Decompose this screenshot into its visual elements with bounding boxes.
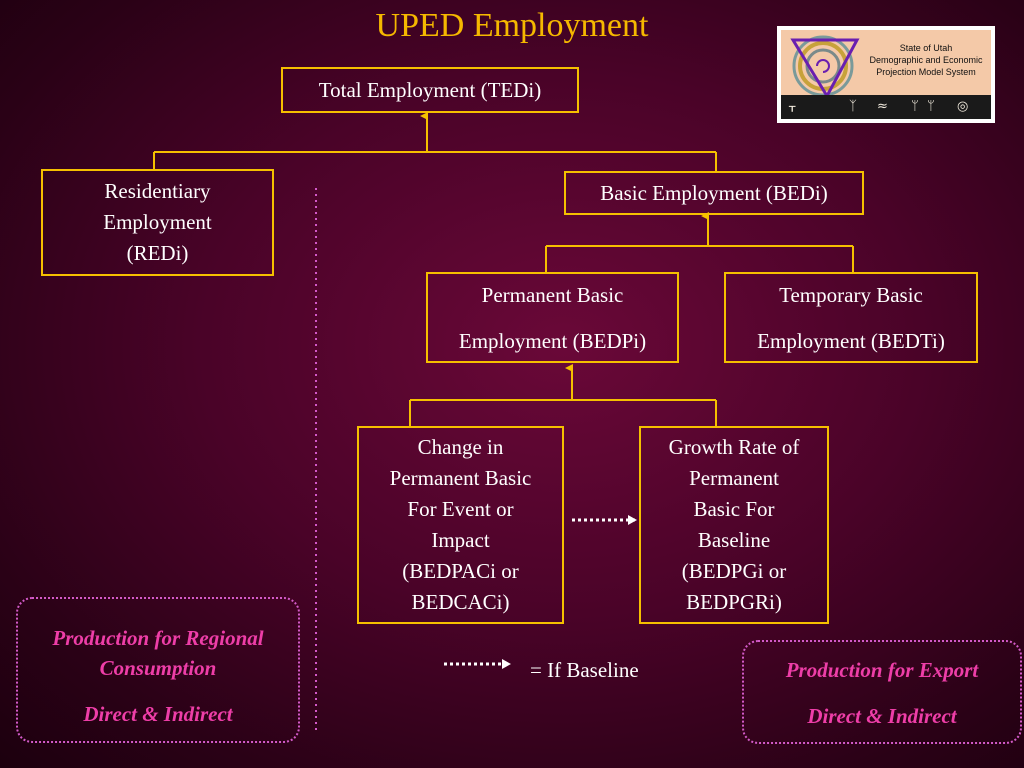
logo-text: State of Utah Demographic and Economic P… [867,42,985,78]
growth-line-5: (BEDPGi or [681,559,787,583]
logo-line-3: Projection Model System [876,67,976,77]
change-line-3: For Event or [407,497,514,521]
growth-line-6: BEDPGRi) [686,590,782,614]
basic-employment-label: Basic Employment (BEDi) [600,181,828,205]
growth-rate-box: Growth Rate of Permanent Basic For Basel… [639,426,829,624]
petroglyph-wave-icon: ≈ [877,99,888,114]
residentiary-line-2: Employment [103,210,212,234]
petroglyph-person-icon: ᛘ [927,99,935,114]
residentiary-line-3: (REDi) [126,241,189,265]
total-employment-box: Total Employment (TEDi) [281,67,579,113]
change-line-1: Change in [417,435,504,459]
regional-line-1: Production for Regional [52,626,264,650]
petroglyph-person-icon: ᛘ [911,99,919,114]
temporary-basic-line-1: Temporary Basic [779,282,923,307]
legend-label: = If Baseline [530,658,639,682]
change-permanent-basic-box: Change in Permanent Basic For Event or I… [357,426,564,624]
permanent-basic-line-2: Employment (BEDPi) [458,328,647,353]
residentiary-line-1: Residentiary [104,179,211,203]
logo-line-1: State of Utah [899,43,953,53]
page-title: UPED Employment [375,7,649,44]
logo-panel: State of Utah Demographic and Economic P… [781,30,991,119]
growth-line-4: Baseline [697,528,771,552]
petroglyph-animal-icon: ᛉ [849,99,857,114]
logo-line-2: Demographic and Economic [869,55,983,65]
change-line-5: (BEDPACi or [402,559,519,583]
total-employment-label: Total Employment (TEDi) [318,78,542,102]
export-line-1: Production for Export [785,658,979,682]
regional-production-box: Production for Regional Consumption Dire… [16,597,300,743]
export-line-2: Direct & Indirect [807,704,957,728]
logo: State of Utah Demographic and Economic P… [777,26,995,123]
permanent-basic-box: Permanent Basic Employment (BEDPi) [426,272,679,363]
temporary-basic-line-2: Employment (BEDTi) [757,328,945,353]
regional-line-2: Consumption [99,656,217,680]
export-production-box: Production for Export Direct & Indirect [742,640,1022,744]
basic-employment-box: Basic Employment (BEDi) [564,171,864,215]
growth-line-1: Growth Rate of [668,435,800,459]
regional-line-3: Direct & Indirect [83,702,233,726]
change-line-6: BEDCACi) [411,590,510,614]
temporary-basic-box: Temporary Basic Employment (BEDTi) [724,272,978,363]
change-line-4: Impact [431,528,490,552]
permanent-basic-line-1: Permanent Basic [481,282,624,307]
growth-line-3: Basic For [693,497,775,521]
growth-line-2: Permanent [689,466,779,490]
petroglyph-spiral-icon: ◎ [957,99,969,114]
petroglyph-figure-icon: ᚁ [789,99,796,114]
change-line-2: Permanent Basic [389,466,532,490]
residentiary-employment-box: Residentiary Employment (REDi) [41,169,274,276]
logo-petroglyph-strip: ᚁ ᛉ ≈ ᛘ ᛘ ◎ [781,95,991,119]
